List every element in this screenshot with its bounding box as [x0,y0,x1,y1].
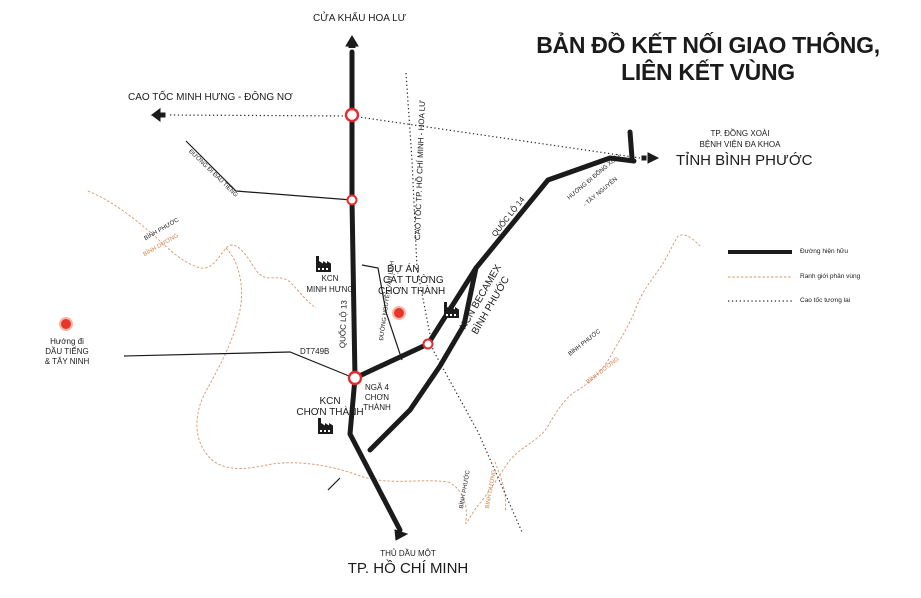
road-becamex [367,265,479,453]
label-dau-tieng-1: Hướng đi [50,337,84,346]
label-highway-13: QUỐC LỘ 13 [338,300,349,349]
label-dau-tieng-2: DẦU TIẾNG [45,347,89,356]
label-destination-east-sub-1: TP. ĐỒNG XOÀI [710,129,770,138]
boundary-west-loop [196,247,449,483]
junction-markers [344,107,434,386]
legend-item-existing-road: Đường hiện hữu [728,248,848,255]
label-destination-south: TP. HỒ CHÍ MINH [347,560,469,577]
label-kcn-chon-thanh-2: CHƠN THÀNH [296,407,364,418]
expressway-hcm-hoa-lu [405,72,523,533]
junction-marker-icon [422,338,434,350]
label-project-1: DỰ ÁN [387,264,420,275]
legend-item-future-expressway: Cao tốc tương lai [728,297,850,304]
label-junction-3: THÀNH [363,403,391,412]
label-junction-1: NGÃ 4 [364,383,389,392]
road-ql13-south [347,375,403,533]
label-expressway-west: CAO TỐC MINH HƯNG - ĐÔNG NƠ [128,92,293,103]
direction-arrows [150,35,660,541]
label-project-3: CHƠN THÀNH [378,286,446,297]
label-destination-south-sub: THỦ DẦU MỘT [380,549,436,558]
major-roads [347,49,637,533]
junction-marker-icon [344,107,360,123]
junction-marker-icon [347,370,363,386]
province-boundaries [87,190,701,524]
arrow-south-icon [394,529,409,541]
expressway-minh-hung-dong-no [169,114,641,159]
arrow-east-icon [647,152,660,164]
road-dt749b [123,351,355,379]
factory-icons [316,256,459,434]
boundary-north-west [87,190,317,309]
legend-label: Cao tốc tương lai [800,297,851,304]
label-junction-2: CHƠN [364,393,390,402]
legend-label: Ranh giới phân vùng [800,273,861,280]
map-title: BẢN ĐỒ KẾT NỐI GIAO THÔNG, LIÊN KẾT VÙNG [528,32,888,86]
factory-icon [444,302,459,318]
road-ql13-north [349,49,358,381]
road-ql14-stub [627,129,635,161]
legend-item-boundary: Ranh giới phân vùng [728,273,860,280]
road-to-dau-tieng [185,140,353,201]
road-ql14 [352,155,637,381]
future-expressways [169,72,641,533]
map-title-line-1: BẢN ĐỒ KẾT NỐI GIAO THÔNG, [536,32,880,58]
road-nguyen-van-linh [361,264,403,361]
label-destination-east: TỈNH BÌNH PHƯỚC [676,152,813,169]
label-kcn-chon-thanh-1: KCN [319,396,341,407]
label-kcn-minh-hung-2: MINH HƯNG [306,285,354,294]
factory-icon [316,256,331,272]
legend-swatches [728,250,792,302]
label-destination-east-sub-2: BỆNH VIỆN ĐA KHOA [699,140,781,149]
factory-icon [318,418,333,434]
label-project-2: CÁT TƯỜNG [383,275,444,286]
junction-marker-icon [346,194,358,206]
legend-label: Đường hiện hữu [800,248,849,255]
map-title-line-2: LIÊN KẾT VÙNG [621,59,795,85]
place-marker-icon [59,317,73,331]
label-dt749b: DT749B [300,347,330,356]
road-stub-south-west [327,477,341,491]
label-border-gate: CỬA KHẨU HOA LƯ [313,13,407,24]
boundary-east [613,234,701,351]
label-kcn-minh-hung-1: KCN [321,274,339,283]
minor-roads [123,140,403,491]
place-marker-icon [392,306,406,320]
label-dau-tieng-3: & TÂY NINH [44,357,90,366]
boundary-south-center [447,349,615,524]
